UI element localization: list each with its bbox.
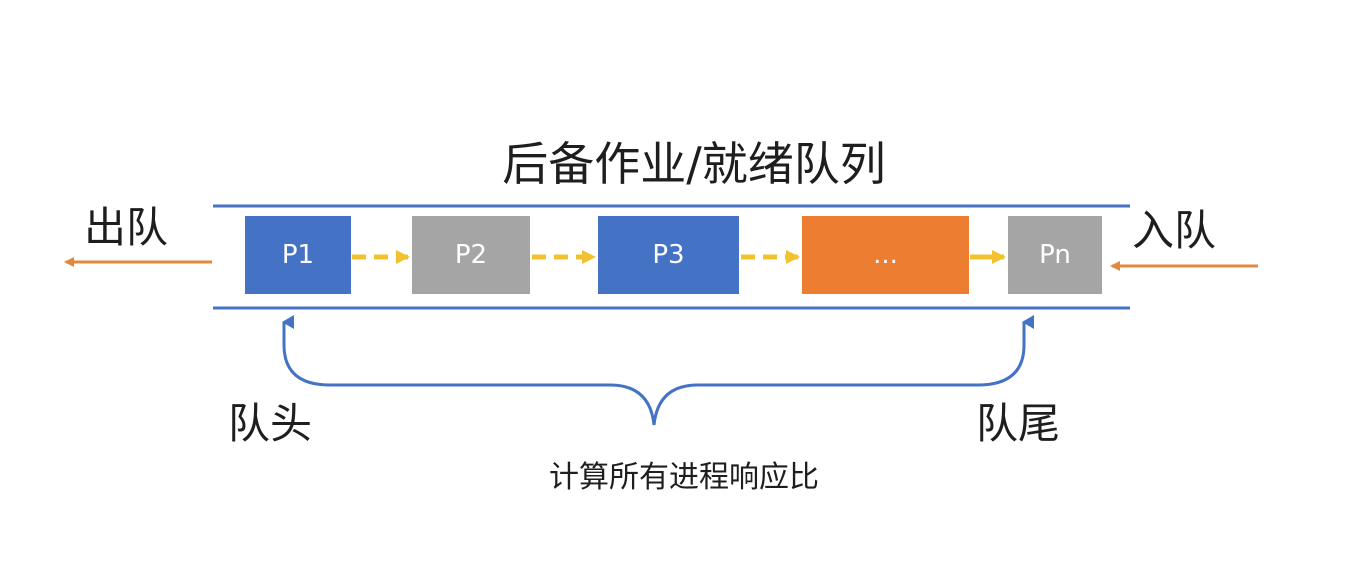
queue-title: 后备作业/就绪队列	[502, 137, 886, 191]
process-box-p2: P2	[412, 216, 530, 294]
queue-head-label: 队头	[228, 399, 313, 448]
process-box-ellipsis: ...	[802, 216, 969, 294]
range-brace	[282, 344, 1026, 426]
process-box-p3: P3	[598, 216, 739, 294]
process-box-pn: Pn	[1008, 216, 1102, 294]
process-box-p1: P1	[245, 216, 351, 294]
enqueue-label: 入队	[1132, 206, 1217, 255]
dequeue-label: 出队	[84, 203, 169, 252]
compute-ratio-label: 计算所有进程响应比	[549, 460, 819, 495]
queue-tail-label: 队尾	[976, 399, 1061, 448]
